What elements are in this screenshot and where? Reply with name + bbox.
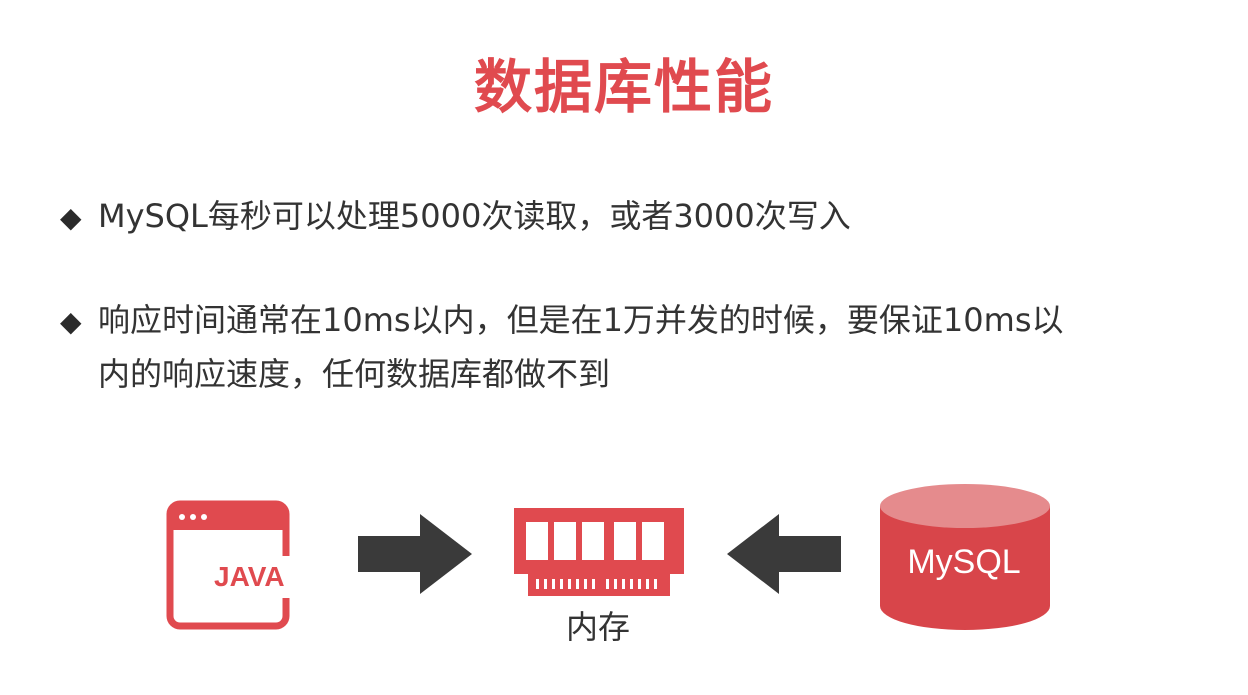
diamond-bullet-icon: ◆ [60, 201, 82, 234]
arrow-right-icon [358, 514, 472, 594]
memory-label: 内存 [565, 608, 630, 646]
bullet-2: ◆ 响应时间通常在10ms以内，但是在1万并发的时候，要保证10ms以 内的响应速… [60, 294, 1210, 400]
bullet-2-line2: 内的响应速度，任何数据库都做不到 [98, 355, 611, 393]
java-application-icon: JAVA [166, 500, 290, 630]
slide-title: 数据库性能 [473, 53, 774, 121]
bullet-1: ◆ MySQL每秒可以处理5000次读取，或者3000次写入 [60, 190, 851, 244]
memory-module-icon [514, 508, 684, 596]
bullet-2-line1: 响应时间通常在10ms以内，但是在1万并发的时候，要保证10ms以 [98, 301, 1064, 339]
bullet-1-text: MySQL每秒可以处理5000次读取，或者3000次写入 [98, 197, 851, 235]
arrow-left-icon [727, 514, 841, 594]
mysql-label: MySQL [907, 543, 1021, 581]
java-label: JAVA [214, 561, 285, 592]
database-cylinder-icon [880, 484, 1050, 630]
diamond-bullet-icon: ◆ [60, 305, 82, 338]
